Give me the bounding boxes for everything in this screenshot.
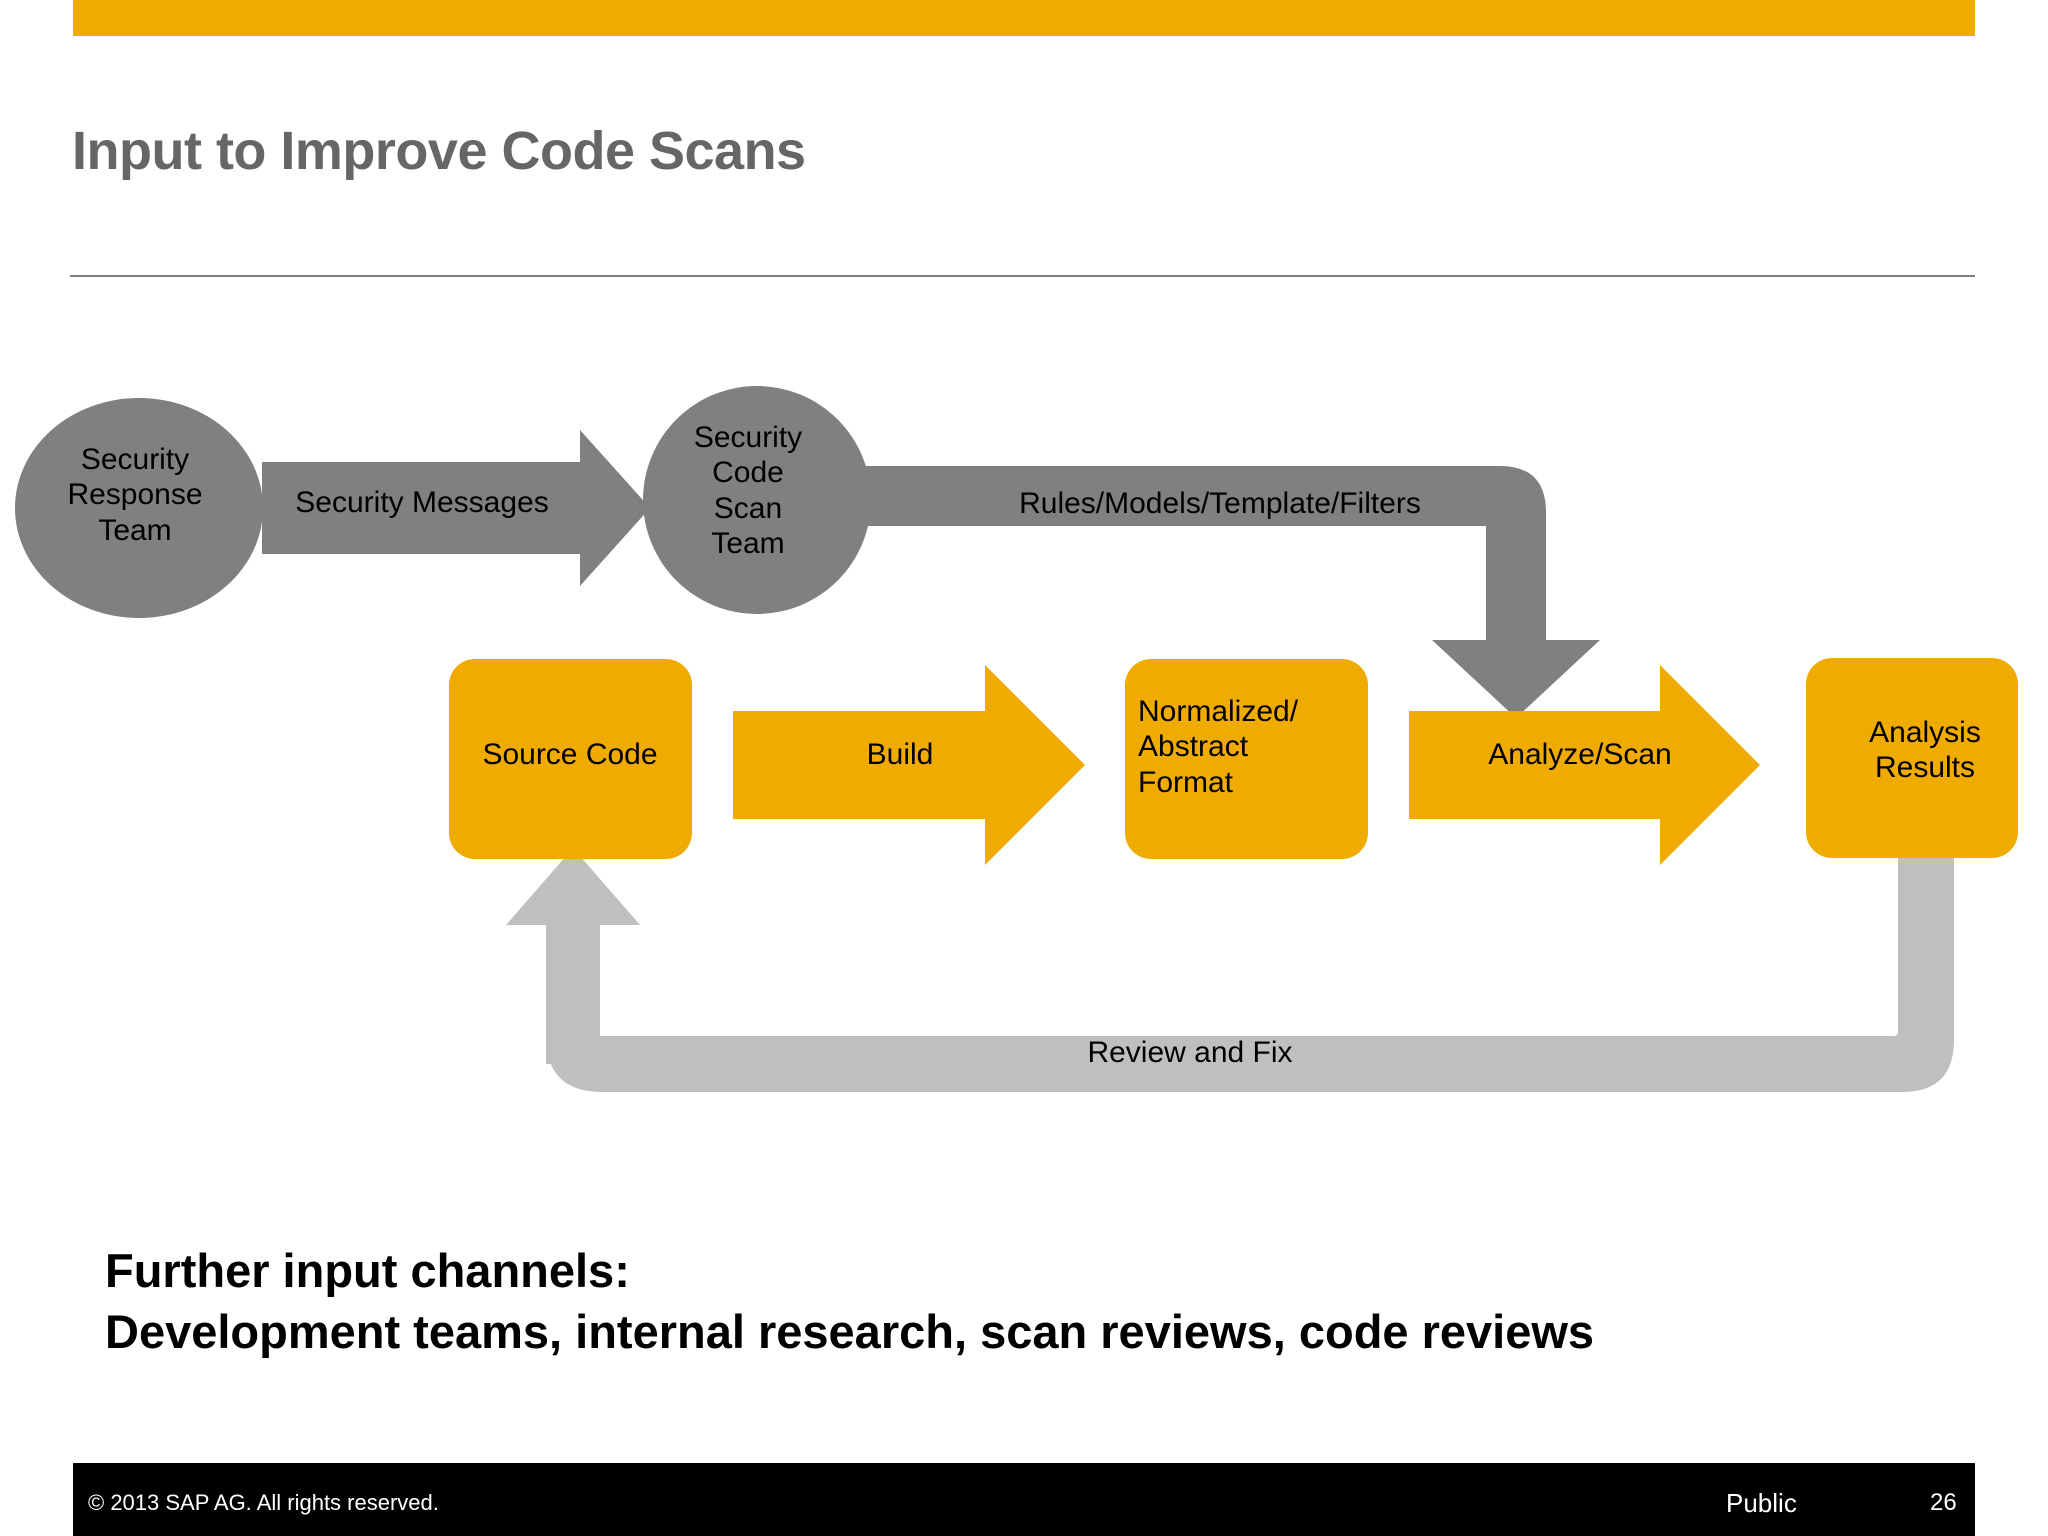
arrow-label-security-messages: Security Messages — [295, 486, 549, 519]
arrow-label-review-and-fix: Review and Fix — [1087, 1036, 1293, 1069]
node-label-source-code: Source Code — [482, 738, 658, 771]
further-input-block: Further input channels: Development team… — [105, 1240, 1594, 1362]
footer-copyright: © 2013 SAP AG. All rights reserved. — [88, 1490, 439, 1515]
arrow-label-analyze-scan: Analyze/Scan — [1488, 738, 1672, 771]
node-label-security-response-team: Security Response Team — [67, 443, 203, 547]
top-accent-bar — [73, 0, 1975, 36]
footer-classification: Public — [1726, 1488, 1797, 1518]
arrow-label-rules-models-template-filters: Rules/Models/Template/Filters — [1019, 487, 1421, 520]
further-input-heading: Further input channels: — [105, 1244, 630, 1297]
footer-page-number: 26 — [1930, 1489, 1957, 1516]
further-input-body: Development teams, internal research, sc… — [105, 1305, 1595, 1359]
page-title: Input to Improve Code Scans — [72, 121, 806, 181]
footer-bar — [73, 1463, 1975, 1536]
node-label-security-code-scan-team: Security Code Scan Team — [693, 421, 803, 561]
node-label-normalized-abstract-format: Normalized/ Abstract Format — [1138, 695, 1299, 799]
title-divider — [70, 275, 1975, 277]
node-label-analysis-results: Analysis Results — [1869, 716, 1981, 785]
arrow-label-build: Build — [866, 738, 934, 771]
